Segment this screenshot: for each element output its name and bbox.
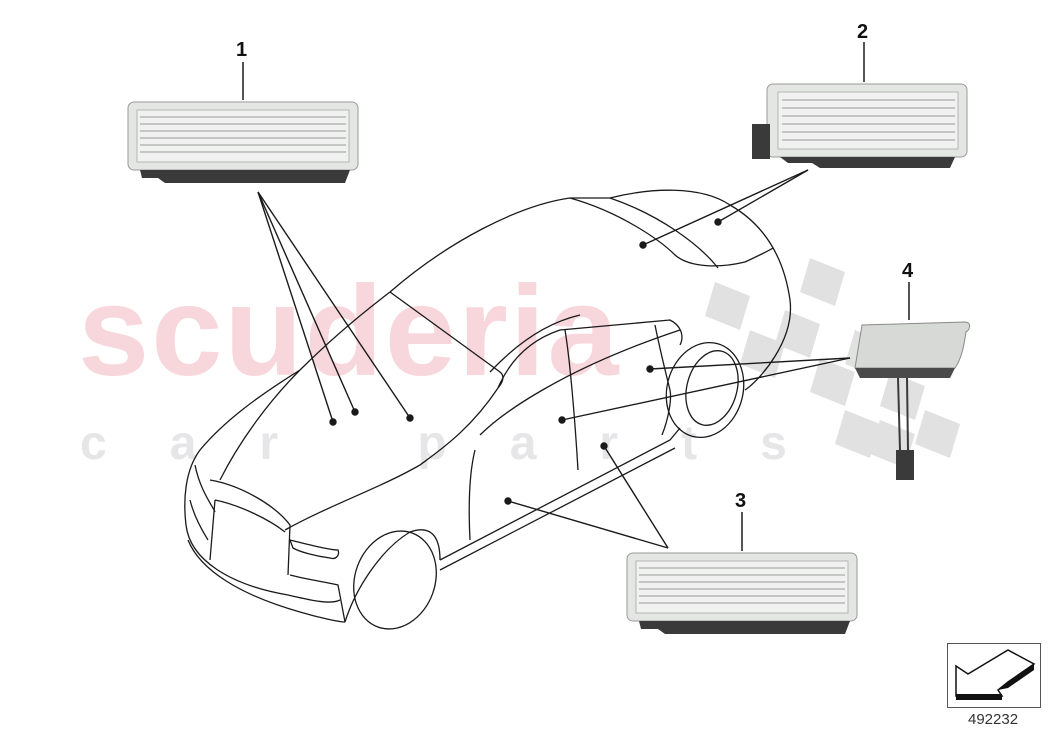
part-4-light-unit (854, 321, 971, 480)
reference-number: 492232 (968, 711, 1019, 728)
part-1-light-unit (127, 101, 359, 183)
reference-box (947, 643, 1041, 708)
callout-4: 4 (902, 260, 914, 282)
watermark-sub-text: car parts (80, 417, 850, 470)
part-2-light-unit (752, 83, 968, 168)
watermark-main-text: scuderia (78, 260, 621, 403)
leader-lines (257, 169, 851, 549)
callout-2: 2 (857, 21, 869, 43)
callout-1: 1 (236, 39, 248, 61)
part-3-light-unit (626, 552, 858, 634)
callout-3: 3 (735, 490, 747, 512)
car-outline (184, 189, 792, 630)
view-direction-arrow-icon (955, 649, 1036, 700)
